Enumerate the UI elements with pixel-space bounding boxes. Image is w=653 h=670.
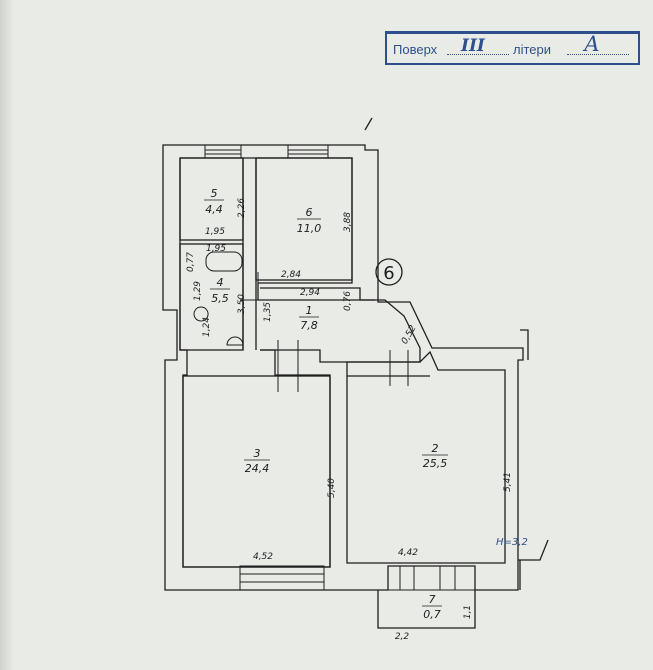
- dim-room4-bottom: 1,24: [202, 317, 212, 337]
- dim-room5-height: 2,26: [237, 198, 247, 218]
- ceiling-height-note: Н=3,2: [496, 537, 528, 548]
- door-marks: [240, 272, 409, 392]
- letter-label: літери: [513, 42, 552, 57]
- dim-room4-height: 3,50: [237, 294, 247, 314]
- room-1-area: 7,8: [300, 319, 318, 332]
- dim-room3-width: 4,52: [253, 552, 273, 562]
- room-7-number: 7: [429, 593, 436, 606]
- room-labels: 5 4,4 6 11,0 4 5,5 1 7,8 3 24,4 2 25,5 7…: [204, 187, 448, 621]
- room-7-area: 0,7: [423, 608, 441, 621]
- dim-room2-height: 5,41: [503, 472, 513, 492]
- marker-label: 6: [383, 263, 394, 284]
- dim-diagonal: 0,52: [400, 324, 419, 347]
- marker-circle: 6: [375, 258, 403, 286]
- dim-room1-width: 2,94: [300, 288, 320, 298]
- floor-stamp: Поверх III літери А: [385, 31, 640, 65]
- dim-room1-right: 0,76: [343, 291, 353, 311]
- dim-room5-width: 1,95: [205, 227, 225, 237]
- room-2-area: 25,5: [423, 457, 448, 470]
- dim-room4-mid: 1,29: [193, 281, 203, 301]
- bathroom-fixtures: [193, 251, 244, 346]
- letter-dotted-line: [567, 54, 629, 55]
- room-6-number: 6: [306, 206, 313, 219]
- room-6-area: 11,0: [297, 222, 322, 235]
- room-2-number: 2: [432, 442, 439, 455]
- letter-value: А: [584, 32, 600, 56]
- floor-label: Поверх: [393, 42, 438, 57]
- room-5-area: 4,4: [205, 203, 223, 216]
- room-3-area: 24,4: [245, 462, 270, 475]
- dim-balcony-depth: 1,1: [463, 605, 473, 619]
- dim-room4-width: 1,95: [206, 244, 226, 254]
- dim-balcony-width: 2,2: [395, 632, 410, 642]
- dimension-labels: 2,26 1,95 3,88 2,84 1,95 0,77 1,29 1,24 …: [186, 198, 528, 642]
- room-1-number: 1: [306, 304, 313, 317]
- room-3-number: 3: [254, 447, 261, 460]
- walls: [162, 117, 549, 629]
- paper-edge: [0, 0, 14, 670]
- dim-room6-width: 2,84: [281, 270, 301, 280]
- room-5-number: 5: [211, 187, 218, 200]
- floor-dotted-line: [447, 54, 509, 55]
- floor-value: III: [461, 36, 485, 56]
- dim-room6-height: 3,88: [343, 212, 353, 232]
- dimension-lines: [377, 602, 476, 628]
- room-4-area: 5,5: [211, 292, 229, 305]
- windows: [204, 144, 476, 591]
- dim-room3-height: 5,40: [327, 478, 337, 498]
- dim-room2-width: 4,42: [398, 548, 418, 558]
- dim-room1-left: 1,35: [263, 302, 273, 322]
- room-4-number: 4: [217, 276, 224, 289]
- dim-room4-top: 0,77: [186, 252, 196, 272]
